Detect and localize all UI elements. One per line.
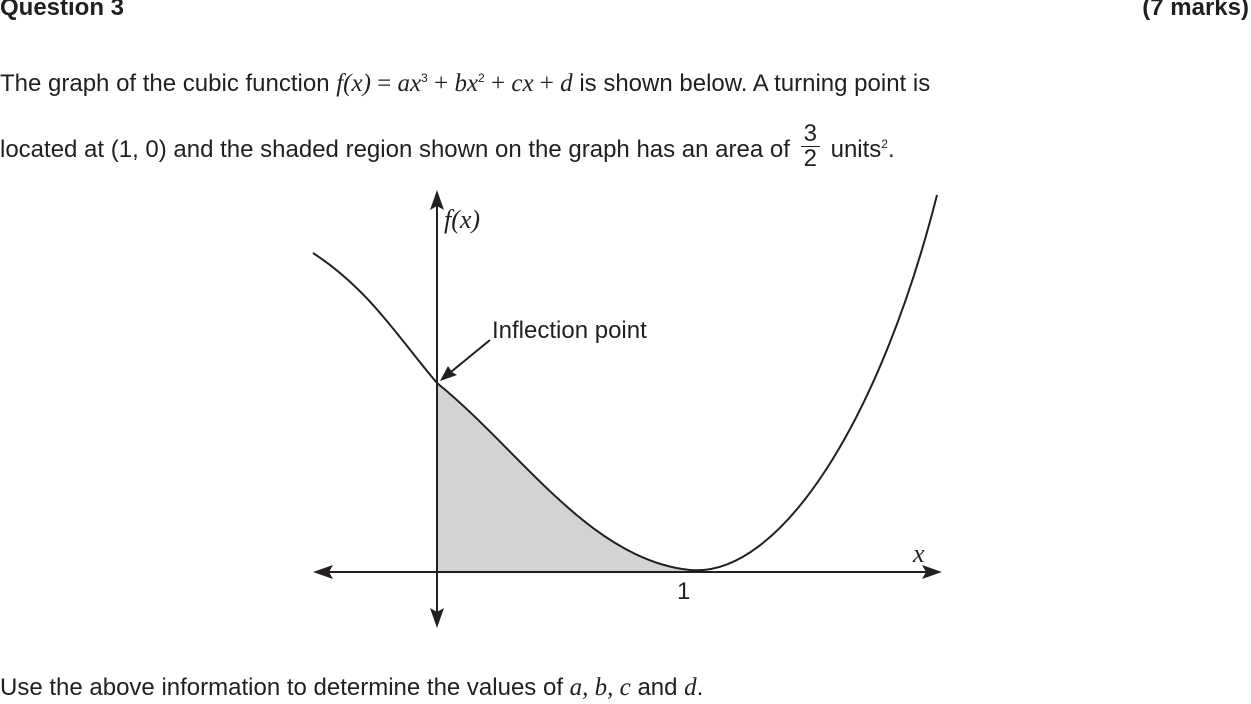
units-text: units <box>823 135 882 163</box>
tick-label-1: 1 <box>677 578 690 605</box>
math-exp-2: 2 <box>478 71 485 85</box>
task-line: Use the above information to determine t… <box>0 674 703 702</box>
intro-text: is shown below. A turning point is <box>572 70 931 97</box>
x-axis-right-arrow <box>922 565 942 579</box>
intro-text: The graph of the cubic function <box>0 70 337 97</box>
y-axis-bottom-arrow <box>430 608 444 628</box>
math-term-c: cx <box>511 70 534 97</box>
task-text: Use the above information to determine t… <box>0 674 570 701</box>
task-and: and <box>630 674 685 701</box>
math-term-b: bx <box>454 70 479 97</box>
y-axis-top-arrow <box>430 190 444 210</box>
task-vars: a, b, c <box>569 674 631 701</box>
math-plus: + <box>427 70 455 97</box>
math-term-d: d <box>560 70 573 97</box>
math-plus: + <box>484 70 512 97</box>
annotation-arrow-line <box>445 339 491 377</box>
math-exp-3: 3 <box>421 71 428 85</box>
annotation-arrowhead <box>440 366 457 381</box>
task-period: . <box>696 674 704 701</box>
fraction-numerator: 3 <box>800 122 820 147</box>
math-plus: + <box>533 70 561 97</box>
units-exponent: 2 <box>881 136 888 151</box>
intro-text: located at (1, 0) and the shaded region … <box>0 135 797 163</box>
question-title: Question 3 <box>0 0 125 21</box>
math-f: f <box>336 70 344 97</box>
shaded-region <box>437 383 690 572</box>
period: . <box>887 135 895 163</box>
math-term-a: ax <box>397 70 422 97</box>
inflection-point-label: Inflection point <box>492 317 647 344</box>
x-axis-label: x <box>912 539 925 568</box>
marks-label: (7 marks) <box>1142 0 1249 21</box>
fraction-denominator: 2 <box>803 145 817 172</box>
math-equals: = <box>370 70 398 97</box>
x-axis-left-arrow <box>313 565 333 579</box>
cubic-curve <box>312 194 938 572</box>
math-fx: (x) <box>343 70 371 97</box>
task-var-d: d <box>684 674 697 701</box>
intro-line-1: The graph of the cubic function f(x) = a… <box>0 70 930 98</box>
intro-line-2: located at (1, 0) and the shaded region … <box>0 122 895 175</box>
y-axis-label: f(x) <box>444 205 480 234</box>
